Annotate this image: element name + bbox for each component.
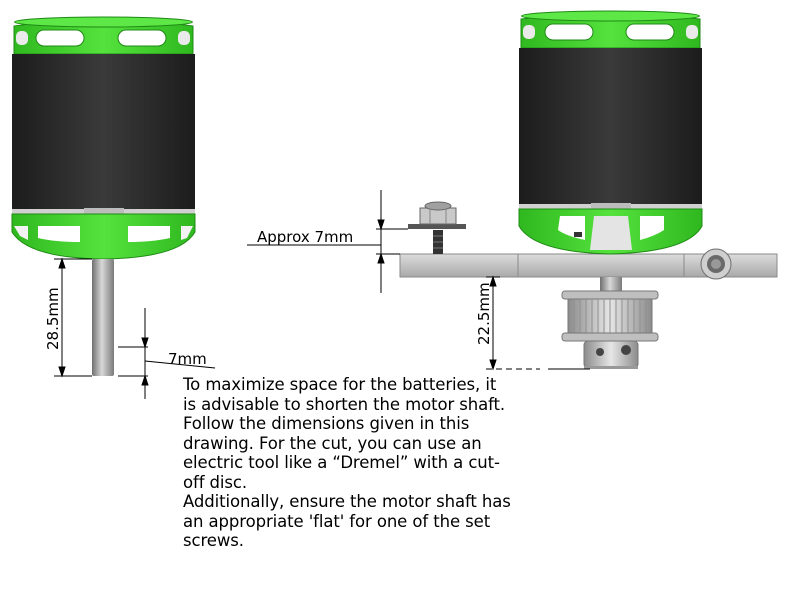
plate-nut: [408, 201, 466, 254]
right-motor-body: [519, 48, 702, 204]
left-motor-bottom-bell: [11, 213, 196, 260]
left-shaft-length-label: 28.5mm: [44, 287, 62, 350]
nut-gap-label: Approx 7mm: [257, 228, 353, 246]
left-flat-length-label: 7mm: [168, 350, 207, 368]
nut-gap-dimension: [247, 190, 408, 293]
instruction-paragraph: Additionally, ensure the motor shaft has…: [183, 492, 511, 550]
pulley: [561, 277, 659, 369]
plate-bolt: [700, 248, 732, 280]
right-shaft-dimension: [486, 275, 590, 371]
instructions-text: To maximize space for the batteries, it …: [183, 375, 513, 551]
left-flat-dimension: [118, 308, 216, 399]
instruction-paragraph: To maximize space for the batteries, it …: [183, 375, 506, 414]
right-motor: [518, 10, 703, 255]
mounting-plate: [399, 253, 778, 278]
right-shaft-length-label: 22.5mm: [475, 282, 493, 345]
instruction-paragraph: Follow the dimensions given in this draw…: [183, 414, 500, 492]
left-motor-body: [12, 54, 195, 209]
left-shaft-dimension: [54, 257, 92, 378]
left-motor-shaft: [92, 259, 114, 376]
left-motor: [11, 16, 196, 376]
